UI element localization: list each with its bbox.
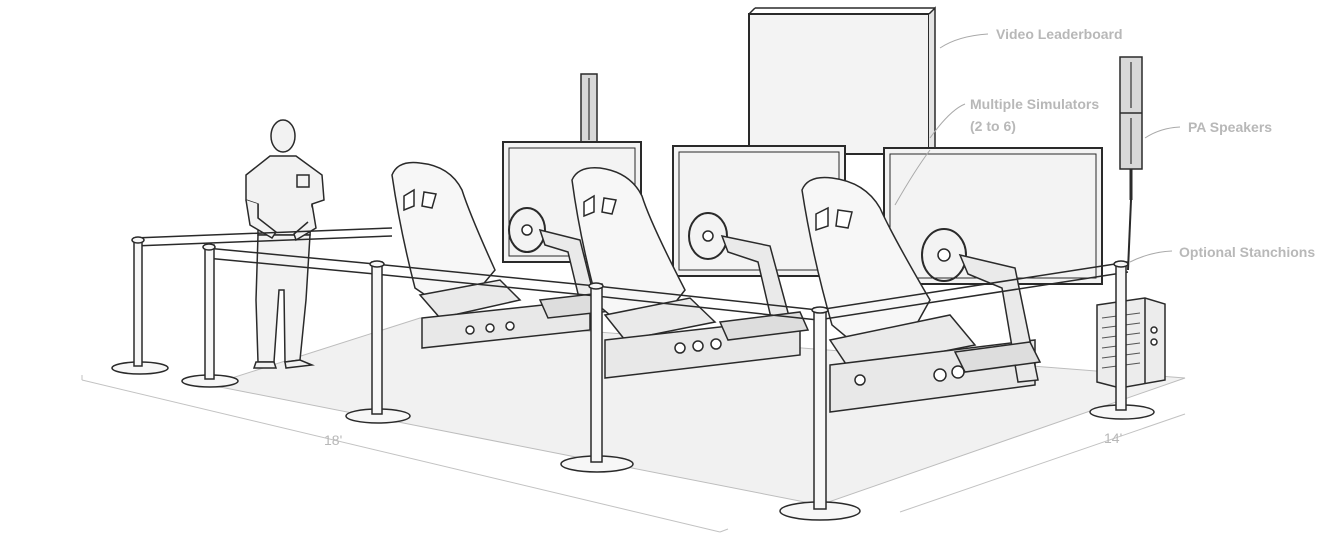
callout-optional-stanchions: Optional Stanchions [1179,244,1316,260]
stanchion-post-3 [345,260,411,424]
stanchion-ropes [133,227,1129,321]
monitor-3 [883,147,1103,285]
video-leaderboard [748,6,936,155]
dimension-line-width [899,413,1186,513]
dimension-width-label: 14' [1104,430,1123,446]
callout-leaders [894,33,1181,263]
callout-multiple-simulators-title: Multiple Simulators [970,96,1100,112]
callout-multiple-simulators: Multiple Simulators (2 to 6) [970,93,1099,137]
callout-multiple-simulators-range: (2 to 6) [970,118,1016,134]
dimension-length-label: 18' [324,432,343,448]
dimension-line-length [81,375,729,533]
pa-speaker-right [1119,56,1143,271]
speaker-cabinet [1096,297,1166,389]
stanchion-post-2 [181,243,239,388]
stanchion-post-4 [560,282,634,473]
stanchion-post-6 [1089,260,1155,420]
stanchion-post-5 [779,306,861,521]
person-figure [245,119,325,369]
callout-video-leaderboard: Video Leaderboard [996,26,1123,42]
callout-pa-speakers: PA Speakers [1188,119,1273,135]
stanchion-post-1 [111,236,169,375]
